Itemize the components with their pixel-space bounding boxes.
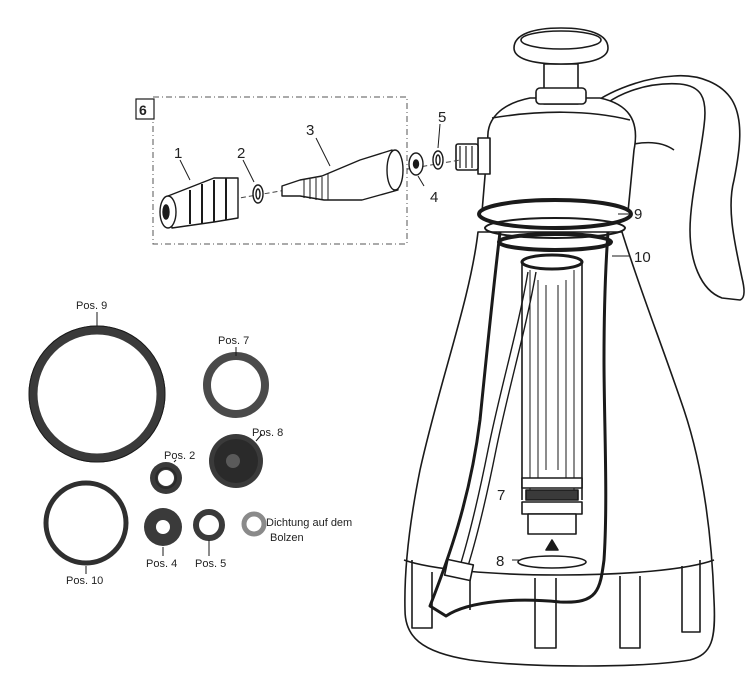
pos7-label: Pos. 7 bbox=[218, 335, 249, 347]
pos8-label: Pos. 8 bbox=[252, 427, 283, 439]
callout-7: 7 bbox=[497, 487, 505, 504]
pos5-label: Pos. 5 bbox=[195, 558, 226, 570]
pos10-label: Pos. 10 bbox=[66, 575, 103, 587]
callout-4: 4 bbox=[430, 189, 438, 206]
seal-pos5: Pos. 5 bbox=[193, 509, 226, 570]
seal-pos10: Pos. 10 bbox=[43, 480, 129, 587]
pos2-label: Pos. 2 bbox=[164, 450, 195, 462]
seal-pos2: Pos. 2 bbox=[150, 450, 195, 494]
seal-kit: Pos. 9 Pos. 7 Pos. 8 Pos. 2 Pos. bbox=[28, 300, 352, 587]
seal-pos7: Pos. 7 bbox=[203, 335, 269, 418]
seal-pos9: Pos. 9 bbox=[28, 300, 166, 463]
nozzle-group-box: 6 bbox=[135, 96, 408, 245]
callout-leaders bbox=[179, 123, 630, 561]
pos9-label: Pos. 9 bbox=[76, 300, 107, 312]
seal-bolt: Dichtung auf dem Bolzen bbox=[241, 511, 352, 544]
callout-2: 2 bbox=[237, 145, 245, 162]
callout-10: 10 bbox=[634, 249, 651, 266]
callout-3: 3 bbox=[306, 122, 314, 139]
callout-5: 5 bbox=[438, 109, 446, 126]
callout-8: 8 bbox=[496, 553, 504, 570]
seal-pos4: Pos. 4 bbox=[144, 508, 182, 570]
callout-1: 1 bbox=[174, 145, 182, 162]
bolt-seal-label-1: Dichtung auf dem bbox=[266, 517, 352, 529]
nozzle-parts bbox=[159, 149, 461, 229]
callout-numbers: 1 2 3 5 4 9 10 7 8 bbox=[174, 109, 651, 570]
pos4-label: Pos. 4 bbox=[146, 558, 177, 570]
sprayer-body bbox=[403, 27, 745, 667]
bolt-seal-label-2: Bolzen bbox=[270, 532, 304, 544]
callout-9: 9 bbox=[634, 206, 642, 223]
seal-pos8: Pos. 8 bbox=[209, 427, 283, 488]
group-number-label: 6 bbox=[139, 102, 147, 118]
